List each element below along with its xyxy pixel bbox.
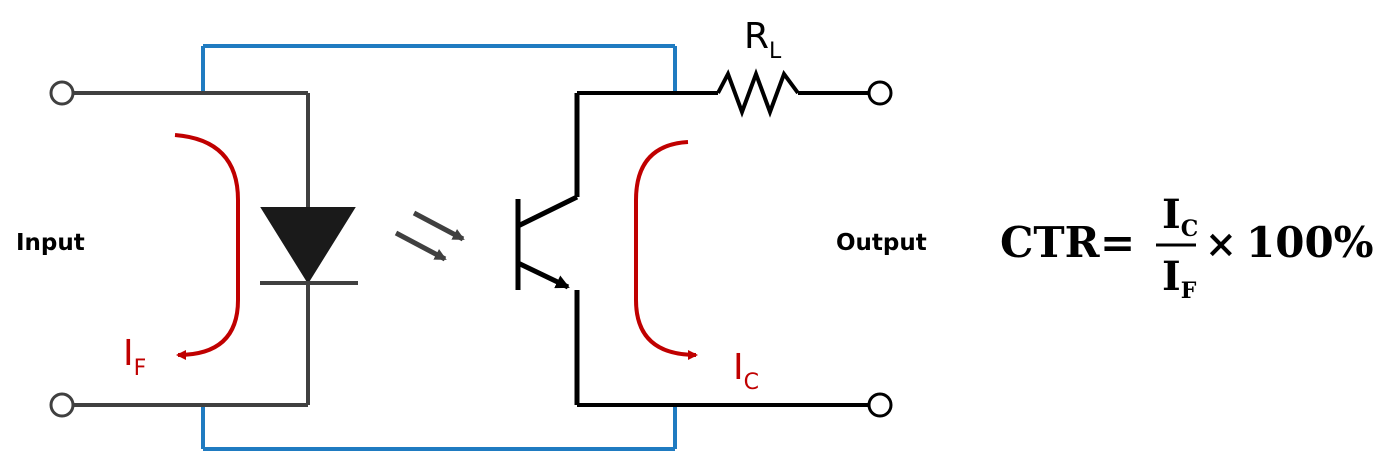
package-outline bbox=[201, 44, 677, 451]
output-label: Output bbox=[836, 230, 927, 256]
formula-lhs: CTR bbox=[1000, 218, 1101, 267]
forward-current-arrow bbox=[174, 133, 240, 360]
input-wiring bbox=[74, 91, 310, 407]
formula-factor: 100% bbox=[1246, 218, 1374, 267]
resistor-icon bbox=[716, 68, 800, 118]
formula-numerator: IC bbox=[1162, 191, 1198, 242]
output-wiring bbox=[577, 91, 868, 407]
forward-current-label: IF bbox=[123, 333, 146, 381]
phototransistor-icon bbox=[515, 93, 580, 405]
load-resistor-label: RL bbox=[744, 16, 782, 64]
formula-times: × bbox=[1205, 221, 1237, 266]
formula-equals: = bbox=[1100, 218, 1135, 267]
input-label: Input bbox=[16, 230, 85, 256]
collector-current-label: IC bbox=[733, 347, 759, 395]
input-terminal-top bbox=[49, 80, 75, 106]
light-emission-arrows-icon bbox=[394, 210, 465, 262]
formula-denominator: IF bbox=[1162, 253, 1197, 304]
led-diode-icon bbox=[260, 207, 358, 285]
ctr-formula: CTR = IC IF × 100% bbox=[1000, 191, 1374, 304]
input-terminal-bottom bbox=[49, 392, 75, 418]
collector-current-arrow bbox=[634, 140, 698, 360]
output-terminal-top bbox=[867, 80, 893, 106]
output-terminal-bottom bbox=[867, 392, 893, 418]
